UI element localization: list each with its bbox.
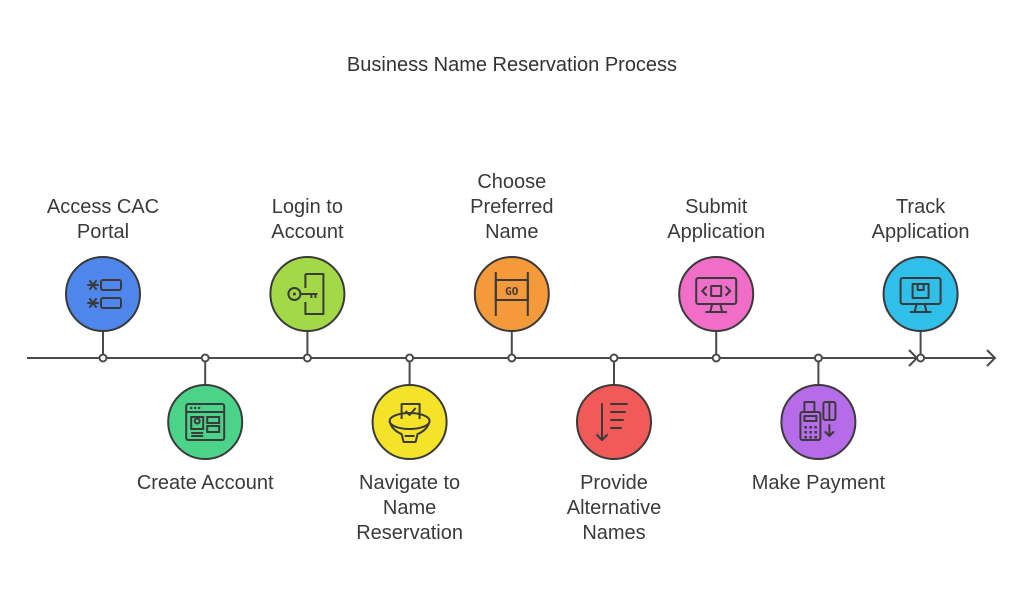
step-label-line: Name — [485, 221, 539, 243]
svg-text:GO: GO — [505, 285, 519, 298]
web-form-icon — [185, 403, 226, 441]
step-circle — [882, 256, 959, 332]
axis-dot — [302, 353, 312, 363]
axis-dot — [507, 353, 517, 363]
step-label-line: Track — [895, 196, 946, 218]
ballot-box-icon — [388, 403, 431, 443]
step-circle — [678, 256, 755, 332]
step-node: GO — [473, 256, 550, 363]
step-label-line: Account — [271, 221, 344, 243]
axis-dot — [405, 353, 415, 363]
list-asterisk-icon — [87, 279, 122, 309]
step-node — [65, 256, 141, 363]
go-sign-icon: GO — [494, 272, 529, 316]
step-label-line: Reservation — [356, 522, 463, 544]
step-label: Login to Account — [227, 195, 387, 245]
step-label-line: Provide — [580, 472, 648, 494]
step-circle — [371, 384, 448, 460]
step-circle — [780, 384, 857, 460]
step-node — [167, 353, 244, 460]
step-label: Create Account — [125, 471, 285, 496]
step-circle — [473, 256, 550, 332]
axis-dot — [200, 353, 210, 363]
step-node — [678, 256, 755, 363]
step-label-line: Application — [667, 221, 766, 243]
step-node — [882, 256, 959, 363]
step-node — [269, 256, 346, 363]
pos-terminal-icon — [799, 401, 837, 441]
axis-dot — [813, 353, 823, 363]
step-circle — [576, 384, 652, 460]
step-node — [780, 353, 857, 460]
timeline-arrowhead — [986, 349, 997, 367]
step-circle — [167, 384, 244, 460]
step-label: Make Payment — [738, 471, 898, 496]
step-label-line: Make Payment — [751, 472, 886, 494]
step-label-line: Access CAC — [46, 196, 160, 218]
step-label-line: Application — [871, 221, 970, 243]
step-node — [371, 353, 448, 460]
step-circle — [65, 256, 141, 332]
step-label-line: Choose — [477, 171, 547, 193]
axis-dot — [916, 353, 926, 363]
step-label-line: Navigate to — [359, 472, 461, 494]
step-label: Access CAC Portal — [23, 195, 183, 245]
sort-list-icon — [596, 403, 628, 441]
step-label-line: Create Account — [136, 472, 274, 494]
step-label-line: Portal — [76, 221, 130, 243]
key-door-icon — [287, 273, 325, 315]
axis-dot — [98, 353, 108, 363]
axis-dot — [609, 353, 619, 363]
axis-dot — [711, 353, 721, 363]
step-node — [576, 353, 652, 460]
step-label-line: Alternative — [566, 497, 662, 519]
code-monitor-icon — [695, 277, 738, 313]
box-monitor-icon — [899, 277, 942, 313]
step-label-line: Submit — [685, 196, 748, 218]
step-label-line: Name — [382, 497, 437, 519]
step-label-line: Login to — [271, 196, 343, 218]
step-label-line: Names — [582, 522, 646, 544]
diagram-title: Business Name Reservation Process — [346, 54, 678, 76]
step-label-line: Preferred — [470, 196, 554, 218]
